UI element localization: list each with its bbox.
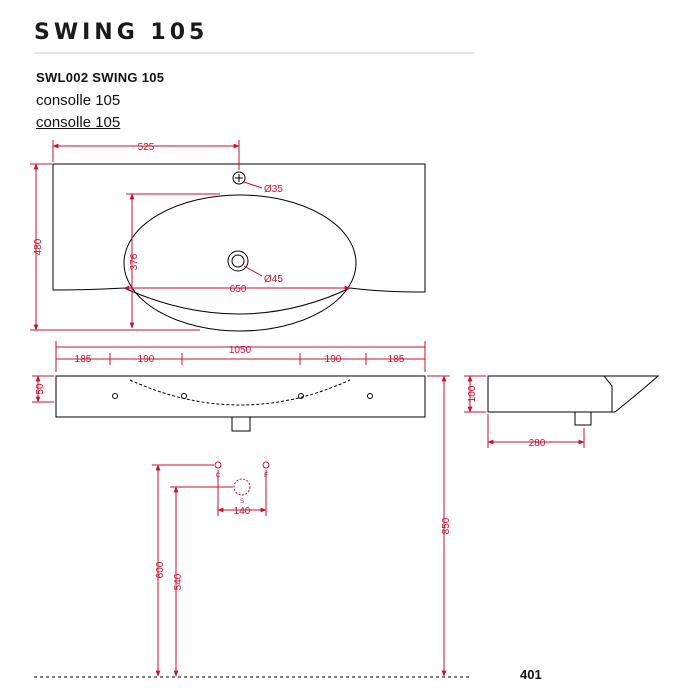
bowl-front-edge xyxy=(123,287,351,315)
product-subtitle: consolle 105 xyxy=(36,92,121,109)
dim-50: 50 xyxy=(35,383,46,395)
title-divider xyxy=(34,52,474,54)
side-siphon xyxy=(574,411,592,426)
front-view xyxy=(55,375,426,432)
dim-1050: 1050 xyxy=(229,345,252,356)
side-view-dimensions xyxy=(464,375,585,448)
dim-280: 280 xyxy=(529,438,546,449)
dim-185-right: 185 xyxy=(388,354,405,365)
front-outline xyxy=(55,375,426,418)
dim-376: 376 xyxy=(129,253,140,270)
page-number: 401 xyxy=(520,667,542,682)
drain-inner xyxy=(231,254,245,268)
installation-dimensions xyxy=(152,375,450,677)
installation-points xyxy=(214,461,270,496)
bowl-hidden-line xyxy=(129,379,351,406)
dim-525: 525 xyxy=(138,142,155,153)
dim-600: 600 xyxy=(155,561,166,578)
dim-185-left: 185 xyxy=(75,354,92,365)
dim-140: 140 xyxy=(234,506,251,517)
top-view-dimensions xyxy=(30,140,351,331)
point-f xyxy=(262,461,270,469)
tap-hole xyxy=(232,171,246,185)
dim-850: 850 xyxy=(441,517,452,534)
side-outline xyxy=(487,375,660,413)
basin-top-outline xyxy=(52,163,426,293)
label-s: S xyxy=(240,499,244,505)
dim-540: 540 xyxy=(173,573,184,590)
dim-480: 480 xyxy=(33,238,44,255)
front-view-dimensions xyxy=(32,341,426,403)
point-s xyxy=(233,478,251,496)
product-subtitle-link[interactable]: consolle 105 xyxy=(36,114,121,131)
dim-drain: Ø45 xyxy=(264,274,283,285)
dim-650: 650 xyxy=(230,284,247,295)
point-c xyxy=(214,461,222,469)
product-code: SWL002 SWING 105 xyxy=(36,70,165,85)
dim-100: 100 xyxy=(467,385,478,402)
drain-outer xyxy=(227,250,249,272)
page-title: SWING 105 xyxy=(34,20,209,45)
side-view xyxy=(487,375,660,426)
dim-190-left: 190 xyxy=(138,354,155,365)
top-view xyxy=(52,163,426,332)
front-siphon xyxy=(231,416,251,432)
dim-tap-hole: Ø35 xyxy=(264,184,283,195)
bowl-ellipse xyxy=(123,194,357,332)
dim-190-right: 190 xyxy=(325,354,342,365)
